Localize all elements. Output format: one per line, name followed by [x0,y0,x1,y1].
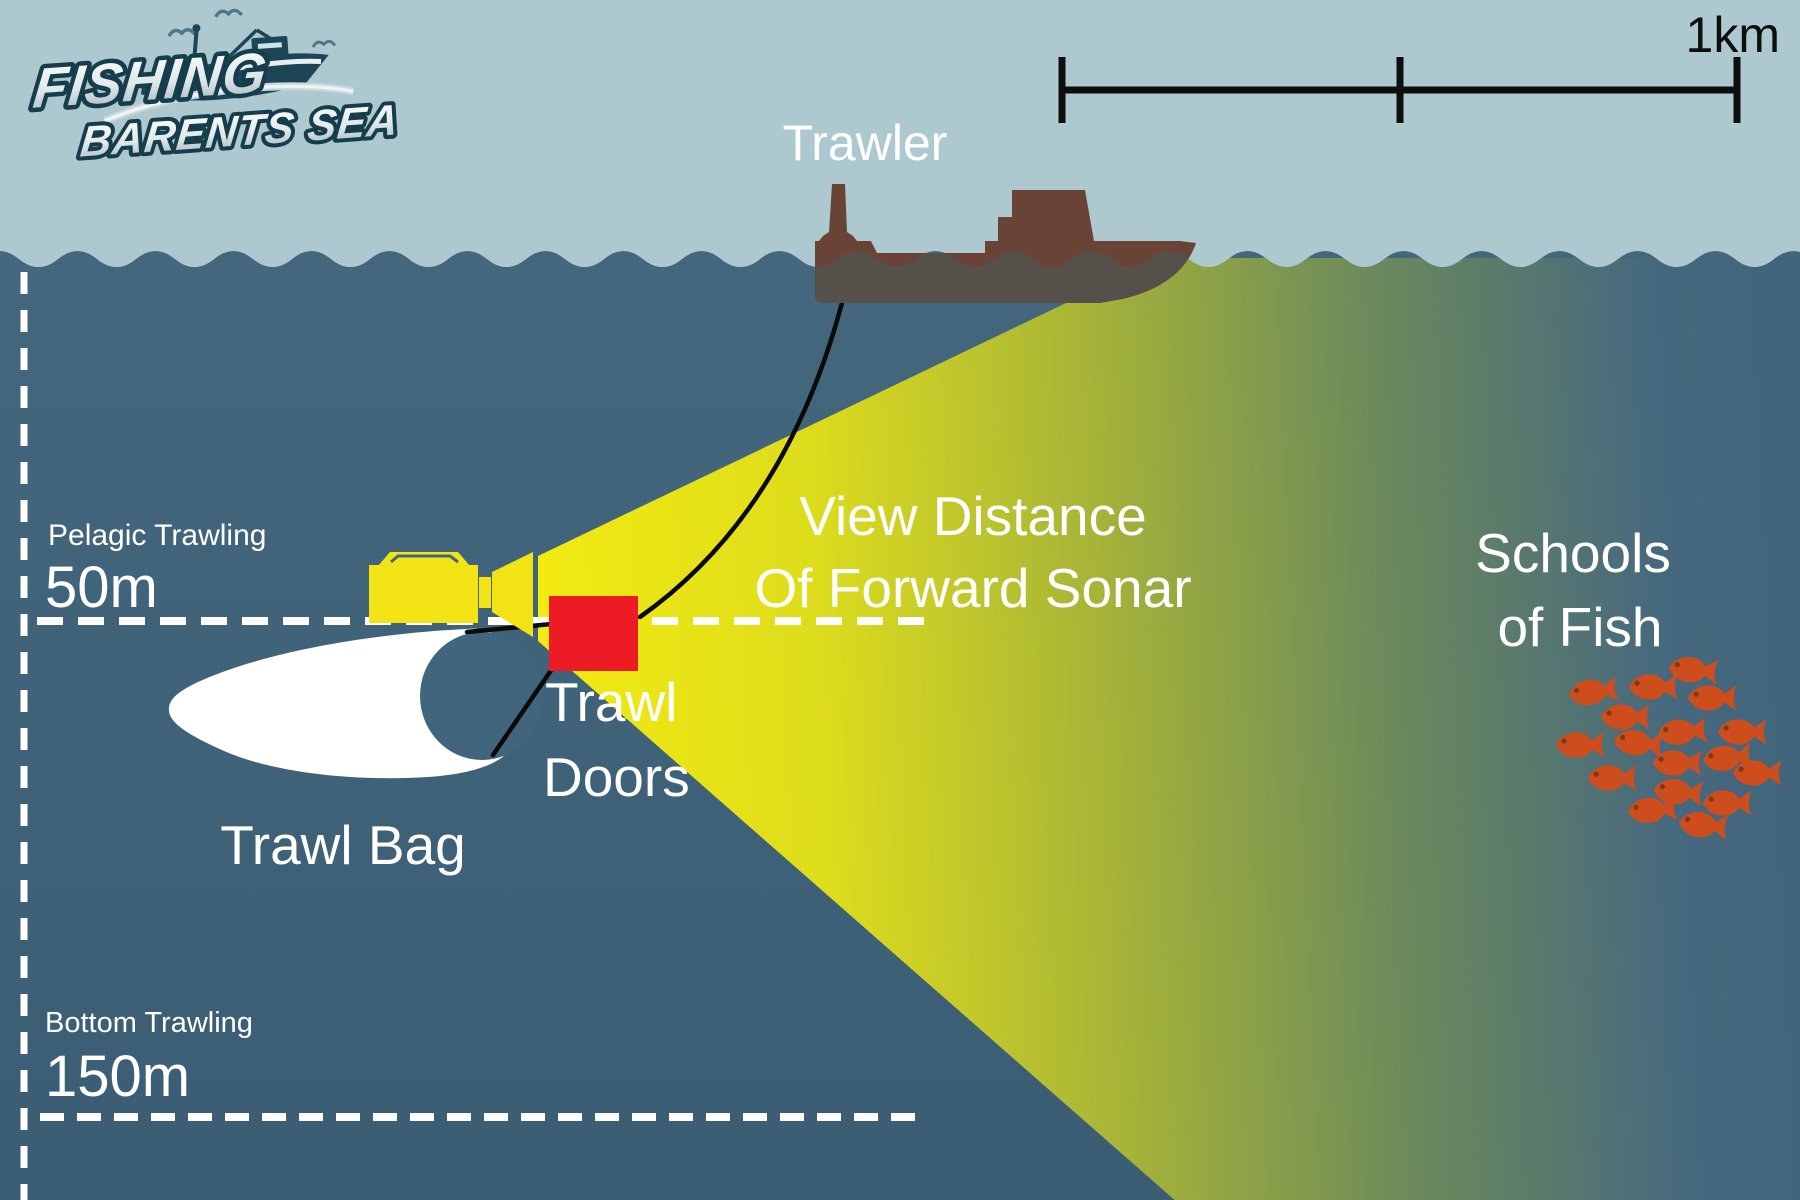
trawl-doors-label-line1: Trawl [545,671,677,733]
cable-warp-to-ship [637,300,845,620]
trawl-doors-label-line2: Doors [543,746,690,808]
scale-bar [1058,57,1741,123]
pelagic-depth-value: 50m [45,555,158,620]
trawl-door [549,596,638,671]
scale-bar-label: 1km [1686,7,1780,63]
trawler-label: Trawler [783,115,948,171]
logo-ship-mast [191,30,199,71]
bottom-trawling-label: Bottom Trawling [45,1007,253,1039]
seagull-icon [311,39,337,48]
sensor-cab-window [390,554,459,564]
seagull-icon [167,27,197,38]
seagull-icon [214,8,244,18]
trawl-cables [464,300,845,758]
logo-ship-hull-stripe [149,58,322,91]
sensor-connector [479,577,491,608]
cable-bag-bottom [490,666,555,758]
sonar-sensor [369,552,533,637]
trawl-bag-label: Trawl Bag [220,814,466,876]
logo-ship-window [257,42,282,49]
bottom-depth-value: 150m [45,1044,190,1109]
pelagic-trawling-label: Pelagic Trawling [48,519,266,552]
sonar-label-line2: Of Forward Sonar [754,557,1191,619]
schools-label-line1: Schools [1475,522,1671,584]
sensor-body [369,565,478,623]
logo-ship-crane [219,28,258,66]
trawler-ship [815,184,1196,303]
logo-ship-mast-top [192,24,201,33]
sonar-label-line1: View Distance [799,485,1146,547]
cable-bag-top [464,621,555,635]
sky-wave-edge [0,0,1800,267]
sonar-cone [538,258,1800,1200]
sensor-horn [492,552,533,637]
trawl-bag-mouth [420,632,544,760]
schools-label-line2: of Fish [1497,596,1662,658]
logo-wave-swoosh-highlight [104,84,354,123]
